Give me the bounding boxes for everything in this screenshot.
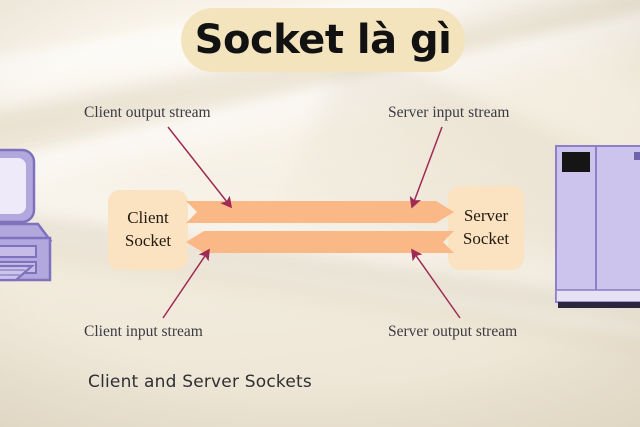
inbound-stream-ribbon bbox=[186, 231, 454, 253]
diagram-caption: Client and Server Sockets bbox=[88, 372, 312, 392]
server-socket-label-line1: Server bbox=[463, 206, 509, 226]
client-computer-icon bbox=[0, 148, 90, 284]
client-socket-label-line2: Socket bbox=[124, 231, 172, 250]
server-cabinet-icon bbox=[552, 140, 640, 315]
server-input-stream-label: Server input stream bbox=[388, 104, 510, 121]
outbound-stream-ribbon bbox=[186, 201, 454, 223]
client-output-stream-label: Client output stream bbox=[84, 104, 211, 121]
client-socket-node: Client Socket bbox=[108, 190, 188, 270]
server-socket-node: Server Socket bbox=[448, 186, 524, 270]
client-socket-label-line1: Client bbox=[127, 208, 169, 228]
title-pill-background bbox=[181, 8, 465, 72]
client-input-stream-label: Client input stream bbox=[84, 323, 203, 340]
page-title: Socket là gì bbox=[194, 17, 452, 63]
server-output-stream-label: Server output stream bbox=[388, 323, 518, 340]
server-socket-label-line2: Socket bbox=[462, 229, 510, 248]
